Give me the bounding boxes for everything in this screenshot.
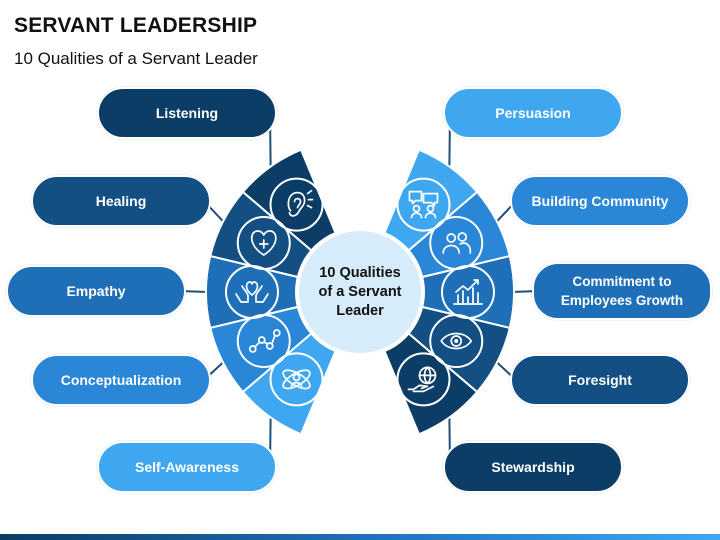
ear-icon: [269, 177, 324, 232]
nodes-graph-icon: [236, 314, 291, 369]
center-circle: [295, 227, 425, 357]
quality-building-community: Building Community: [510, 175, 690, 227]
quality-foresight: Foresight: [510, 354, 690, 406]
page-subtitle: 10 Qualities of a Servant Leader: [14, 49, 258, 68]
quality-self-awareness: Self-Awareness: [97, 441, 277, 493]
quality-persuasion: Persuasion: [443, 87, 623, 139]
quality-empathy: Empathy: [6, 265, 186, 317]
hand-globe-icon: [396, 352, 451, 407]
atom-person-icon: [269, 352, 324, 407]
quality-conceptualization: Conceptualization: [31, 354, 211, 406]
center-label: 10 Qualities of a Servant Leader: [318, 264, 402, 319]
icon-badges: [225, 177, 495, 407]
quality-stewardship: Stewardship: [443, 441, 623, 493]
footer-bar: [0, 534, 720, 540]
quality-commitment-to-employees-growth: Commitment to Employees Growth: [532, 262, 712, 320]
discussion-icon: [396, 177, 451, 232]
eye-icon: [429, 314, 484, 369]
quality-listening: Listening: [97, 87, 277, 139]
quality-healing: Healing: [31, 175, 211, 227]
page-title: SERVANT LEADERSHIP: [14, 14, 258, 37]
